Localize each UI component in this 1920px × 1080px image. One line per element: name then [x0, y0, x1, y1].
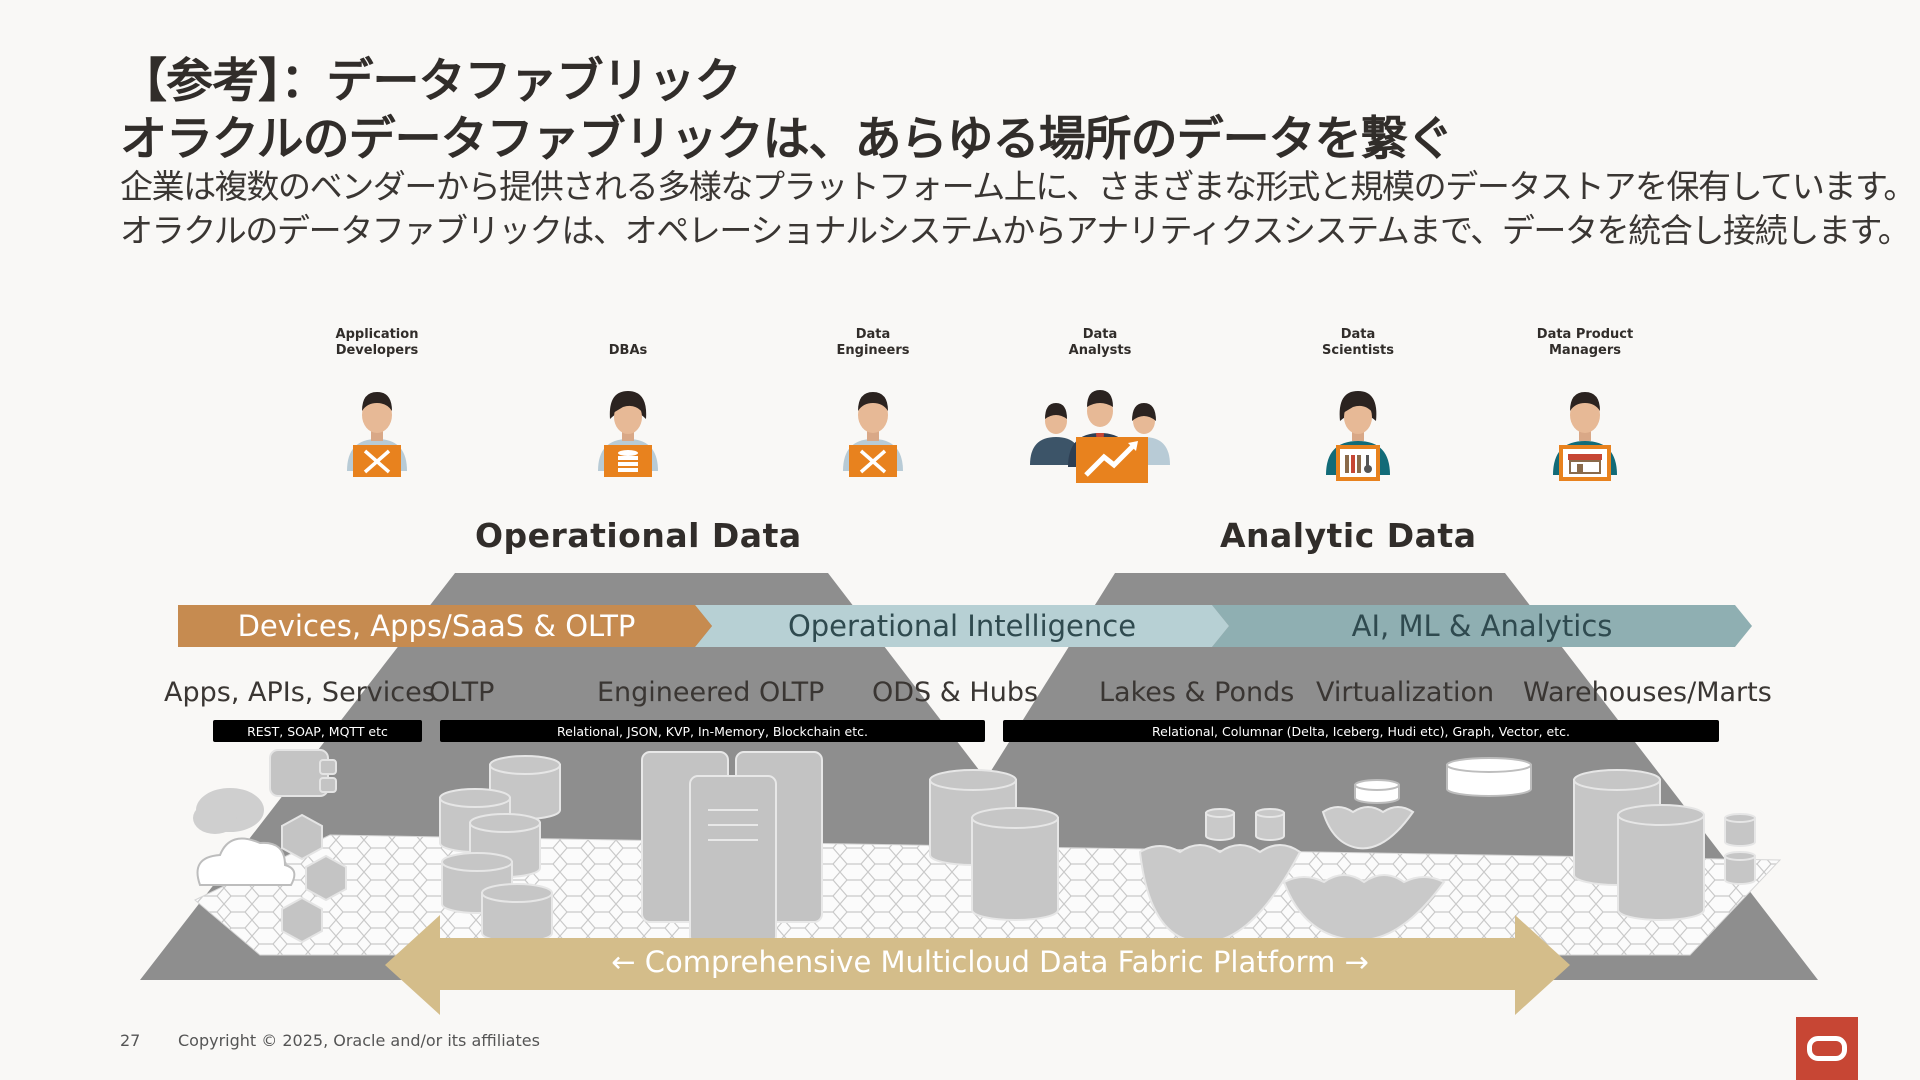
persona-label: Data Product Managers — [1536, 327, 1634, 358]
scientist-avatar-icon — [1326, 391, 1390, 481]
category-lakes-ponds: Lakes & Ponds — [1099, 677, 1295, 708]
slide-title-line2: オラクルのデータファブリックは、あらゆる場所のデータを繋ぐ — [120, 112, 1454, 167]
lab-icon — [1345, 455, 1372, 473]
cloud-icon — [193, 788, 264, 834]
band-intelligence-shape — [695, 605, 1229, 647]
engineered-servers-icon — [641, 751, 823, 945]
band-intelligence-label: Operational Intelligence — [787, 609, 1137, 643]
tools-icon — [363, 449, 391, 474]
persona-application-developers: Application Developers — [297, 325, 457, 489]
virtualization-icon — [1321, 757, 1532, 850]
developer-avatar-icon — [347, 392, 407, 477]
slide-subtitle-line1: 企業は複数のベンダーから提供される多様なプラットフォーム上に、さまざまな形式と規… — [120, 167, 1916, 206]
persona-label: Application Developers — [335, 327, 419, 358]
persona-label: Data Engineers — [836, 327, 910, 358]
band-devices-shape — [178, 605, 712, 647]
trend-chart-icon — [1084, 443, 1136, 477]
analytic-data-title: Analytic Data — [1220, 516, 1477, 555]
copyright: Copyright © 2025, Oracle and/or its affi… — [178, 1031, 540, 1050]
category-virtualization: Virtualization — [1316, 677, 1495, 708]
analysts-group-icon — [1030, 390, 1170, 483]
category-apps: Apps, APIs, Services — [164, 677, 436, 708]
oltp-databases-icon — [439, 755, 561, 943]
engineer-avatar-icon — [843, 392, 903, 477]
band-devices-label: Devices, Apps/SaaS & OLTP — [237, 609, 636, 643]
category-engineered-oltp: Engineered OLTP — [597, 677, 825, 708]
ods-databases-icon — [929, 769, 1059, 921]
tag-columnar: Relational, Columnar (Delta, Iceberg, Hu… — [1003, 720, 1719, 742]
persona-data-scientists: Data Scientists — [1278, 325, 1438, 489]
tools-icon — [859, 449, 887, 474]
database-icon — [618, 450, 638, 472]
service-hexagons — [269, 749, 347, 944]
tag-rest: REST, SOAP, MQTT etc — [213, 720, 422, 742]
page-number: 27 — [120, 1031, 141, 1050]
category-warehouses: Warehouses/Marts — [1523, 677, 1772, 708]
persona-label: Data Scientists — [1322, 327, 1394, 358]
persona-dbas: DBAs — [548, 325, 708, 489]
persona-label: DBAs — [608, 343, 648, 358]
band-ai-shape — [1212, 605, 1752, 647]
manager-avatar-icon — [1553, 392, 1617, 481]
tag-relational: Relational, JSON, KVP, In-Memory, Blockc… — [440, 720, 985, 742]
cloud-outline-icon — [196, 837, 296, 886]
storefront-icon — [1568, 454, 1602, 474]
persona-label: Data Analysts — [1068, 327, 1132, 358]
band-ai-label: AI, ML & Analytics — [1351, 609, 1613, 643]
oracle-ring-icon — [1807, 1036, 1847, 1061]
operational-data-title: Operational Data — [475, 516, 802, 555]
oracle-logo — [1796, 1017, 1858, 1080]
lakes-ponds-icon — [1138, 808, 1446, 944]
persona-data-product-managers: Data Product Managers — [1505, 325, 1665, 489]
slide-title-line1: 【参考】：データファブリック — [120, 54, 741, 109]
platform-arrow — [385, 915, 1570, 1015]
category-ods-hubs: ODS & Hubs — [872, 677, 1039, 708]
warehouse-databases-icon — [1573, 769, 1756, 921]
persona-data-analysts: Data Analysts — [1020, 325, 1180, 489]
platform-label: ← Comprehensive Multicloud Data Fabric P… — [611, 945, 1369, 979]
category-oltp: OLTP — [429, 677, 495, 708]
dba-avatar-icon — [598, 391, 658, 477]
persona-data-engineers: Data Engineers — [793, 325, 953, 489]
slide-subtitle-line2: オラクルのデータファブリックは、オペレーショナルシステムからアナリティクスシステ… — [120, 211, 1911, 250]
